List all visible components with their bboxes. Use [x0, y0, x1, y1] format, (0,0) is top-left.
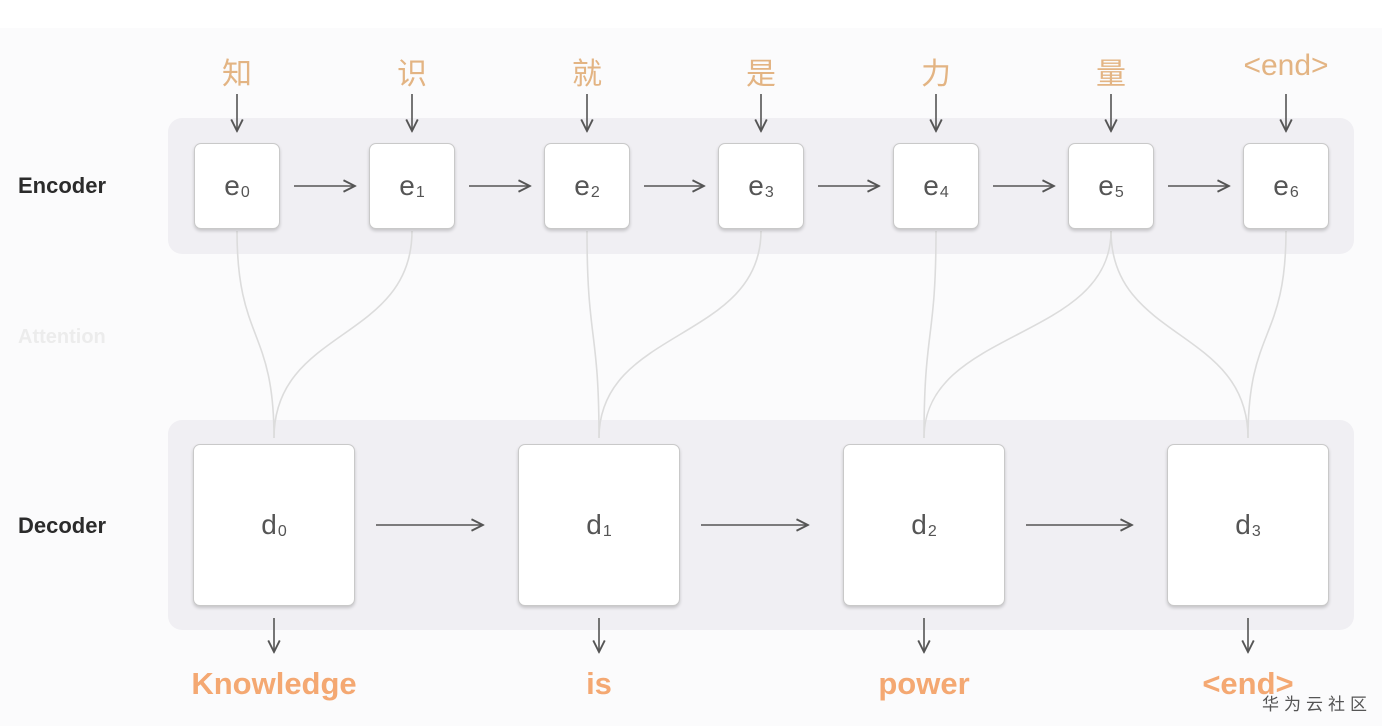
- attention-link: [598, 230, 762, 439]
- attention-label: Attention: [18, 326, 106, 348]
- attention-link: [1247, 230, 1287, 439]
- state-subscript: 1: [415, 184, 425, 201]
- state-name: e: [1098, 170, 1114, 201]
- attention-link: [923, 230, 1112, 439]
- input-token: 是: [746, 58, 776, 91]
- state-subscript: 0: [240, 184, 250, 201]
- attention-link: [586, 230, 600, 439]
- state-name: e: [574, 170, 590, 201]
- attention-link: [273, 230, 413, 439]
- output-token: <end>: [1202, 666, 1294, 701]
- decoder-label: Decoder: [18, 513, 107, 538]
- state-subscript: 5: [1114, 184, 1124, 201]
- state-name: d: [1235, 509, 1251, 540]
- state-name: d: [261, 509, 277, 540]
- state-name: e: [1273, 170, 1289, 201]
- watermark-text: 华为云社区: [1262, 695, 1372, 714]
- state-subscript: 3: [1251, 523, 1261, 540]
- top-strip: [0, 0, 1382, 28]
- state-subscript: 3: [764, 184, 774, 201]
- input-token: 力: [921, 58, 951, 91]
- state-name: e: [399, 170, 415, 201]
- state-subscript: 4: [939, 184, 949, 201]
- state-subscript: 6: [1289, 184, 1299, 201]
- state-subscript: 0: [277, 523, 287, 540]
- state-name: e: [923, 170, 939, 201]
- state-subscript: 2: [927, 523, 937, 540]
- state-name: e: [748, 170, 764, 201]
- state-name: d: [911, 509, 927, 540]
- input-token: 知: [222, 58, 252, 91]
- input-token: 就: [572, 58, 602, 91]
- output-token: Knowledge: [191, 666, 357, 701]
- state-subscript: 2: [590, 184, 600, 201]
- input-token: <end>: [1243, 49, 1329, 82]
- attention-link: [1110, 230, 1249, 439]
- state-name: e: [224, 170, 240, 201]
- attention-link: [236, 230, 275, 439]
- encoder-label: Encoder: [18, 173, 107, 198]
- attention-link: [923, 230, 937, 439]
- output-token: is: [586, 666, 612, 701]
- output-token: power: [878, 666, 970, 701]
- input-token: 识: [397, 58, 427, 91]
- input-token: 量: [1096, 58, 1126, 91]
- state-name: d: [586, 509, 602, 540]
- state-subscript: 1: [602, 523, 612, 540]
